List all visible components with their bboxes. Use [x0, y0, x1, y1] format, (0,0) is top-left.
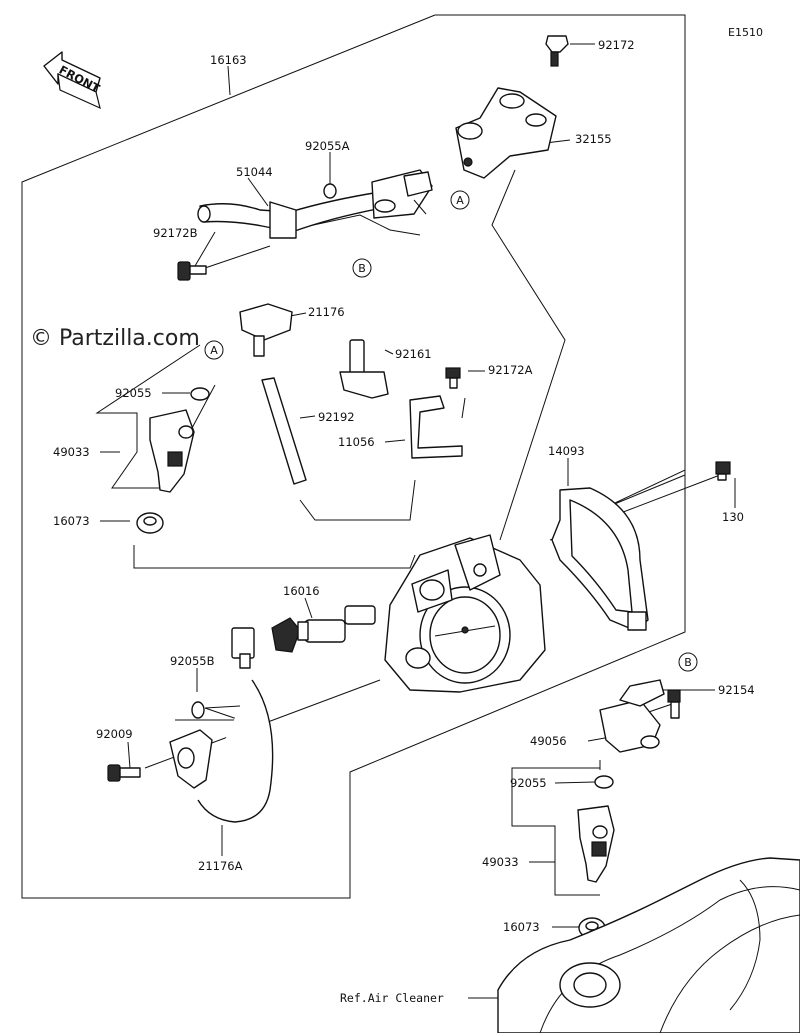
label-92172a: 92172A	[488, 363, 533, 377]
bolt-130	[715, 461, 731, 481]
bracket-11056	[409, 395, 463, 459]
svg-text:B: B	[684, 656, 692, 669]
svg-text:A: A	[456, 194, 464, 207]
seal-16073-upper	[136, 512, 164, 534]
sensor-21176	[239, 303, 293, 357]
throttle-body	[384, 534, 546, 693]
label-92055-lower: 92055	[510, 776, 547, 790]
label-16073-lower: 16073	[503, 920, 540, 934]
marker-a-left: A	[204, 340, 224, 360]
label-92154: 92154	[718, 683, 755, 697]
routing-line-4	[289, 214, 421, 236]
label-51044: 51044	[236, 165, 273, 179]
marker-a-upper: A	[450, 190, 470, 210]
part-labels: 16163 92172 32155 92055A 51044 92172B 21…	[53, 38, 755, 1005]
label-32155: 32155	[575, 132, 612, 146]
diagram-code: E1510	[728, 26, 763, 39]
label-21176a: 21176A	[198, 859, 243, 873]
injector-49033-lower	[577, 805, 615, 883]
label-92192: 92192	[318, 410, 355, 424]
air-cleaner-housing	[497, 857, 800, 1033]
bracket-49033-lower	[511, 767, 600, 896]
label-16163: 16163	[210, 53, 247, 67]
screw-92009	[107, 764, 141, 782]
label-49056: 49056	[530, 734, 567, 748]
routing-line-8	[175, 705, 241, 721]
label-14093: 14093	[548, 444, 585, 458]
band-14093	[551, 487, 649, 631]
oring-92055b	[191, 701, 205, 719]
bolt-92172b	[177, 261, 207, 281]
oring-92055a	[323, 183, 337, 199]
bracket-32155	[455, 87, 557, 179]
fitting-92161	[339, 339, 389, 399]
sensor-21176a	[169, 627, 274, 823]
label-92161: 92161	[395, 347, 432, 361]
hose-92192	[261, 377, 307, 485]
marker-b-right: B	[678, 652, 698, 672]
label-130: 130	[722, 510, 744, 524]
pipe-51044	[197, 169, 433, 239]
label-11056: 11056	[338, 435, 375, 449]
front-arrow-icon: FRONT	[43, 51, 102, 110]
ref-air-cleaner: Ref.Air Cleaner	[340, 991, 444, 1005]
injector-49033-upper	[149, 409, 195, 493]
label-92055-upper: 92055	[115, 386, 152, 400]
marker-b-upper: B	[352, 258, 372, 278]
assembly-outline	[21, 14, 686, 899]
routing-line-5	[204, 245, 271, 269]
label-49033-lower: 49033	[482, 855, 519, 869]
label-92172b: 92172B	[153, 226, 198, 240]
routing-line-1	[133, 545, 416, 569]
oring-92055-upper	[190, 387, 210, 401]
leader-lines	[100, 43, 736, 999]
label-49033-upper: 49033	[53, 445, 90, 459]
label-92055b: 92055B	[170, 654, 215, 668]
routing-line-3	[491, 169, 566, 541]
screw-92172	[545, 35, 569, 67]
sensor-16016	[271, 605, 376, 653]
label-92009: 92009	[96, 727, 133, 741]
oring-92055-lower	[594, 775, 614, 789]
screw-92172a	[445, 367, 461, 389]
watermark: © Partzilla.com	[30, 326, 200, 351]
routing-line-6	[461, 397, 466, 419]
label-16073-upper: 16073	[53, 514, 90, 528]
label-92172: 92172	[598, 38, 635, 52]
screw-92154	[667, 689, 681, 719]
label-16016: 16016	[283, 584, 320, 598]
routing-line-2	[299, 479, 416, 521]
label-92055a: 92055A	[305, 139, 350, 153]
svg-text:A: A	[210, 344, 218, 357]
label-21176: 21176	[308, 305, 345, 319]
pipe-49056	[599, 679, 665, 753]
svg-text:B: B	[358, 262, 366, 275]
